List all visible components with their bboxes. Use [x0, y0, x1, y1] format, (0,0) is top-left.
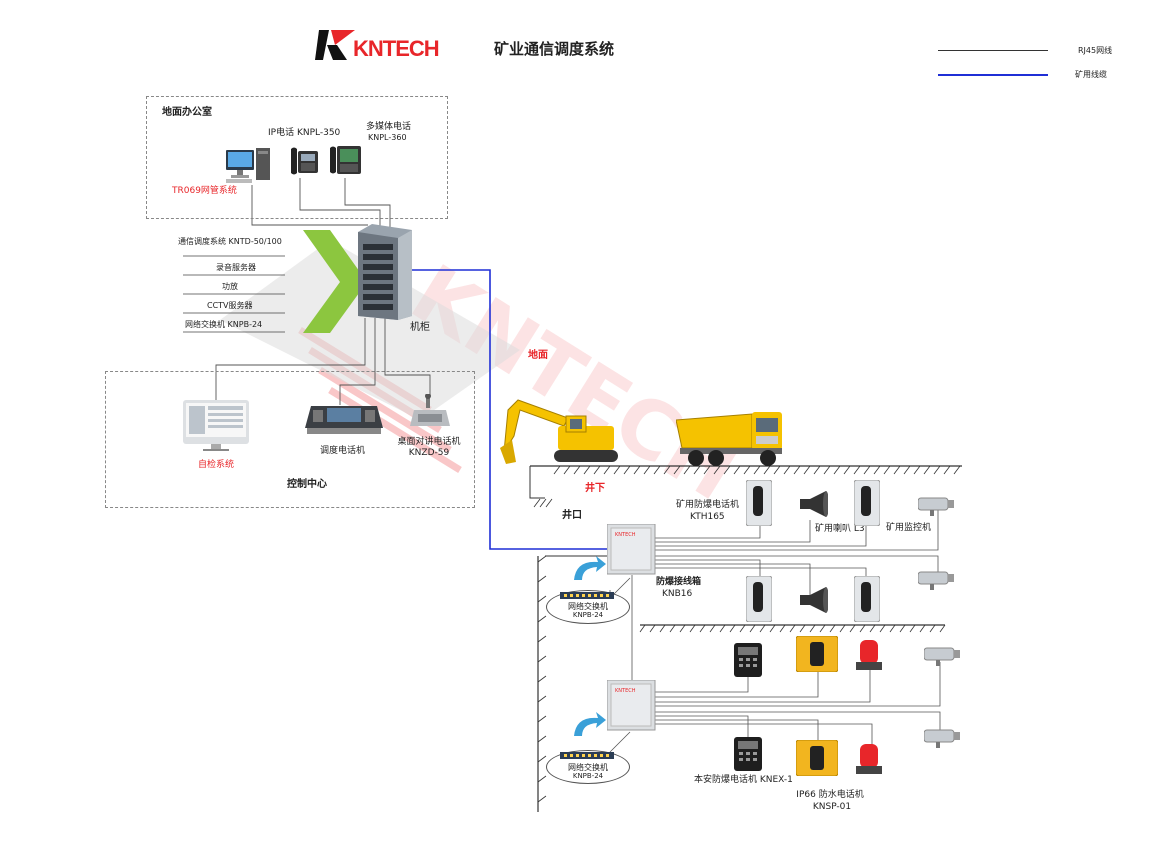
dump-truck-icon	[676, 412, 782, 466]
multimedia-phone-icon	[330, 146, 361, 174]
surface-label: 地面	[528, 350, 548, 361]
ip-phone-icon	[291, 147, 318, 175]
camera-icon-4	[924, 729, 960, 748]
waterproof-phone-icon-2	[796, 740, 838, 776]
switch-icon-1	[560, 592, 614, 599]
logo: KNTECH	[315, 28, 445, 64]
shaft-label: 井口	[562, 510, 582, 521]
dispatcher-console-icon	[305, 406, 383, 434]
dispatcher-label: 调度电话机	[320, 446, 366, 456]
junction-box-1-icon: KNTECH	[607, 524, 656, 575]
legend-rj45-label: RJ45网线	[1078, 46, 1113, 55]
rack-item-switch: 网络交换机 KNPB-24	[185, 320, 263, 329]
camera-icon-2	[918, 571, 954, 590]
intrinsically-safe-phone-icon-1	[734, 643, 762, 677]
camera-icon-1	[918, 497, 954, 516]
camera-icon-3	[924, 647, 960, 666]
switch-1-label-2: KNPB-24	[572, 611, 604, 619]
ip-phone-label: IP电话 KNPL-350	[268, 128, 341, 138]
horn-speaker-icon-1	[800, 491, 828, 517]
self-check-label: 自检系统	[197, 460, 235, 470]
svg-text:KNTECH: KNTECH	[615, 532, 636, 538]
camera-label: 矿用监控机	[886, 523, 932, 533]
control-center-area	[105, 371, 475, 508]
switch-2-label-1: 网络交换机	[568, 763, 608, 772]
intercom-label-2: KNZD-59	[408, 448, 450, 458]
watermark-gray-band	[220, 240, 520, 420]
rack-item-amplifier: 功放	[222, 282, 238, 291]
intrinsically-safe-phone-icon-2	[734, 737, 762, 771]
self-check-monitor-icon	[183, 400, 249, 451]
mining-phone-icon-3	[746, 576, 772, 622]
legend-mining-cable-line	[938, 74, 1048, 76]
legend-mining-cable-label: 矿用线缆	[1075, 70, 1107, 79]
mining-phone-label-2: KTH165	[690, 512, 725, 522]
page-title: 矿业通信调度系统	[494, 40, 615, 58]
intercom-label-1: 桌面对讲电话机	[397, 437, 461, 447]
mining-cable	[410, 269, 607, 550]
green-arrow	[303, 230, 367, 333]
alarm-light-icon-1	[856, 640, 882, 670]
office-area	[146, 96, 448, 219]
office-title: 地面办公室	[162, 107, 212, 118]
waterproof-phone-icon-1	[796, 636, 838, 672]
mining-phone-icon-4	[854, 576, 880, 622]
blue-arrow-icon-2	[574, 712, 606, 736]
svg-text:KNTECH: KNTECH	[615, 688, 636, 694]
rack-label: 机柜	[410, 322, 430, 333]
logo-text: KNTECH	[353, 36, 440, 61]
multimedia-phone-label-2: KNPL-360	[368, 133, 407, 142]
switch-2-label-2: KNPB-24	[572, 772, 604, 780]
rack-item-recording: 录音服务器	[216, 263, 256, 272]
switch-icon-2	[560, 752, 614, 759]
junction-box-label-1: 防爆接线箱	[656, 577, 702, 587]
rack-cabinet-icon	[358, 224, 412, 320]
control-center-title: 控制中心	[287, 479, 327, 490]
multimedia-phone-label-1: 多媒体电话	[366, 122, 412, 132]
horn-speaker-icon-2	[800, 587, 828, 613]
junction-box-2-icon: KNTECH	[607, 680, 656, 731]
logo-mark	[315, 30, 355, 60]
waterproof-label-2: KNSP-01	[812, 802, 852, 812]
mining-phone-icon-2	[854, 480, 880, 526]
computer-icon	[226, 148, 270, 183]
underground-label: 井下	[585, 483, 605, 494]
tr069-label: TR069网管系统	[172, 186, 237, 196]
desk-intercom-icon	[410, 394, 450, 426]
mining-phone-icon-1	[746, 480, 772, 526]
waterproof-label-1: IP66 防水电话机	[796, 790, 864, 800]
horn-label: 矿用喇叭 L3	[815, 524, 865, 534]
mining-phone-label-1: 矿用防爆电话机	[676, 500, 740, 510]
switch-1-label-1: 网络交换机	[568, 602, 608, 611]
rack-item-dispatch: 通信调度系统 KNTD-50/100	[178, 237, 282, 246]
knex-label: 本安防爆电话机 KNEX-1	[694, 775, 793, 785]
alarm-light-icon-2	[856, 744, 882, 774]
excavator-icon	[500, 399, 618, 464]
legend-rj45-line	[938, 50, 1048, 51]
blue-arrow-icon-1	[574, 556, 606, 580]
rack-item-cctv: CCTV服务器	[207, 301, 253, 310]
junction-box-label-2: KNB16	[662, 589, 693, 599]
